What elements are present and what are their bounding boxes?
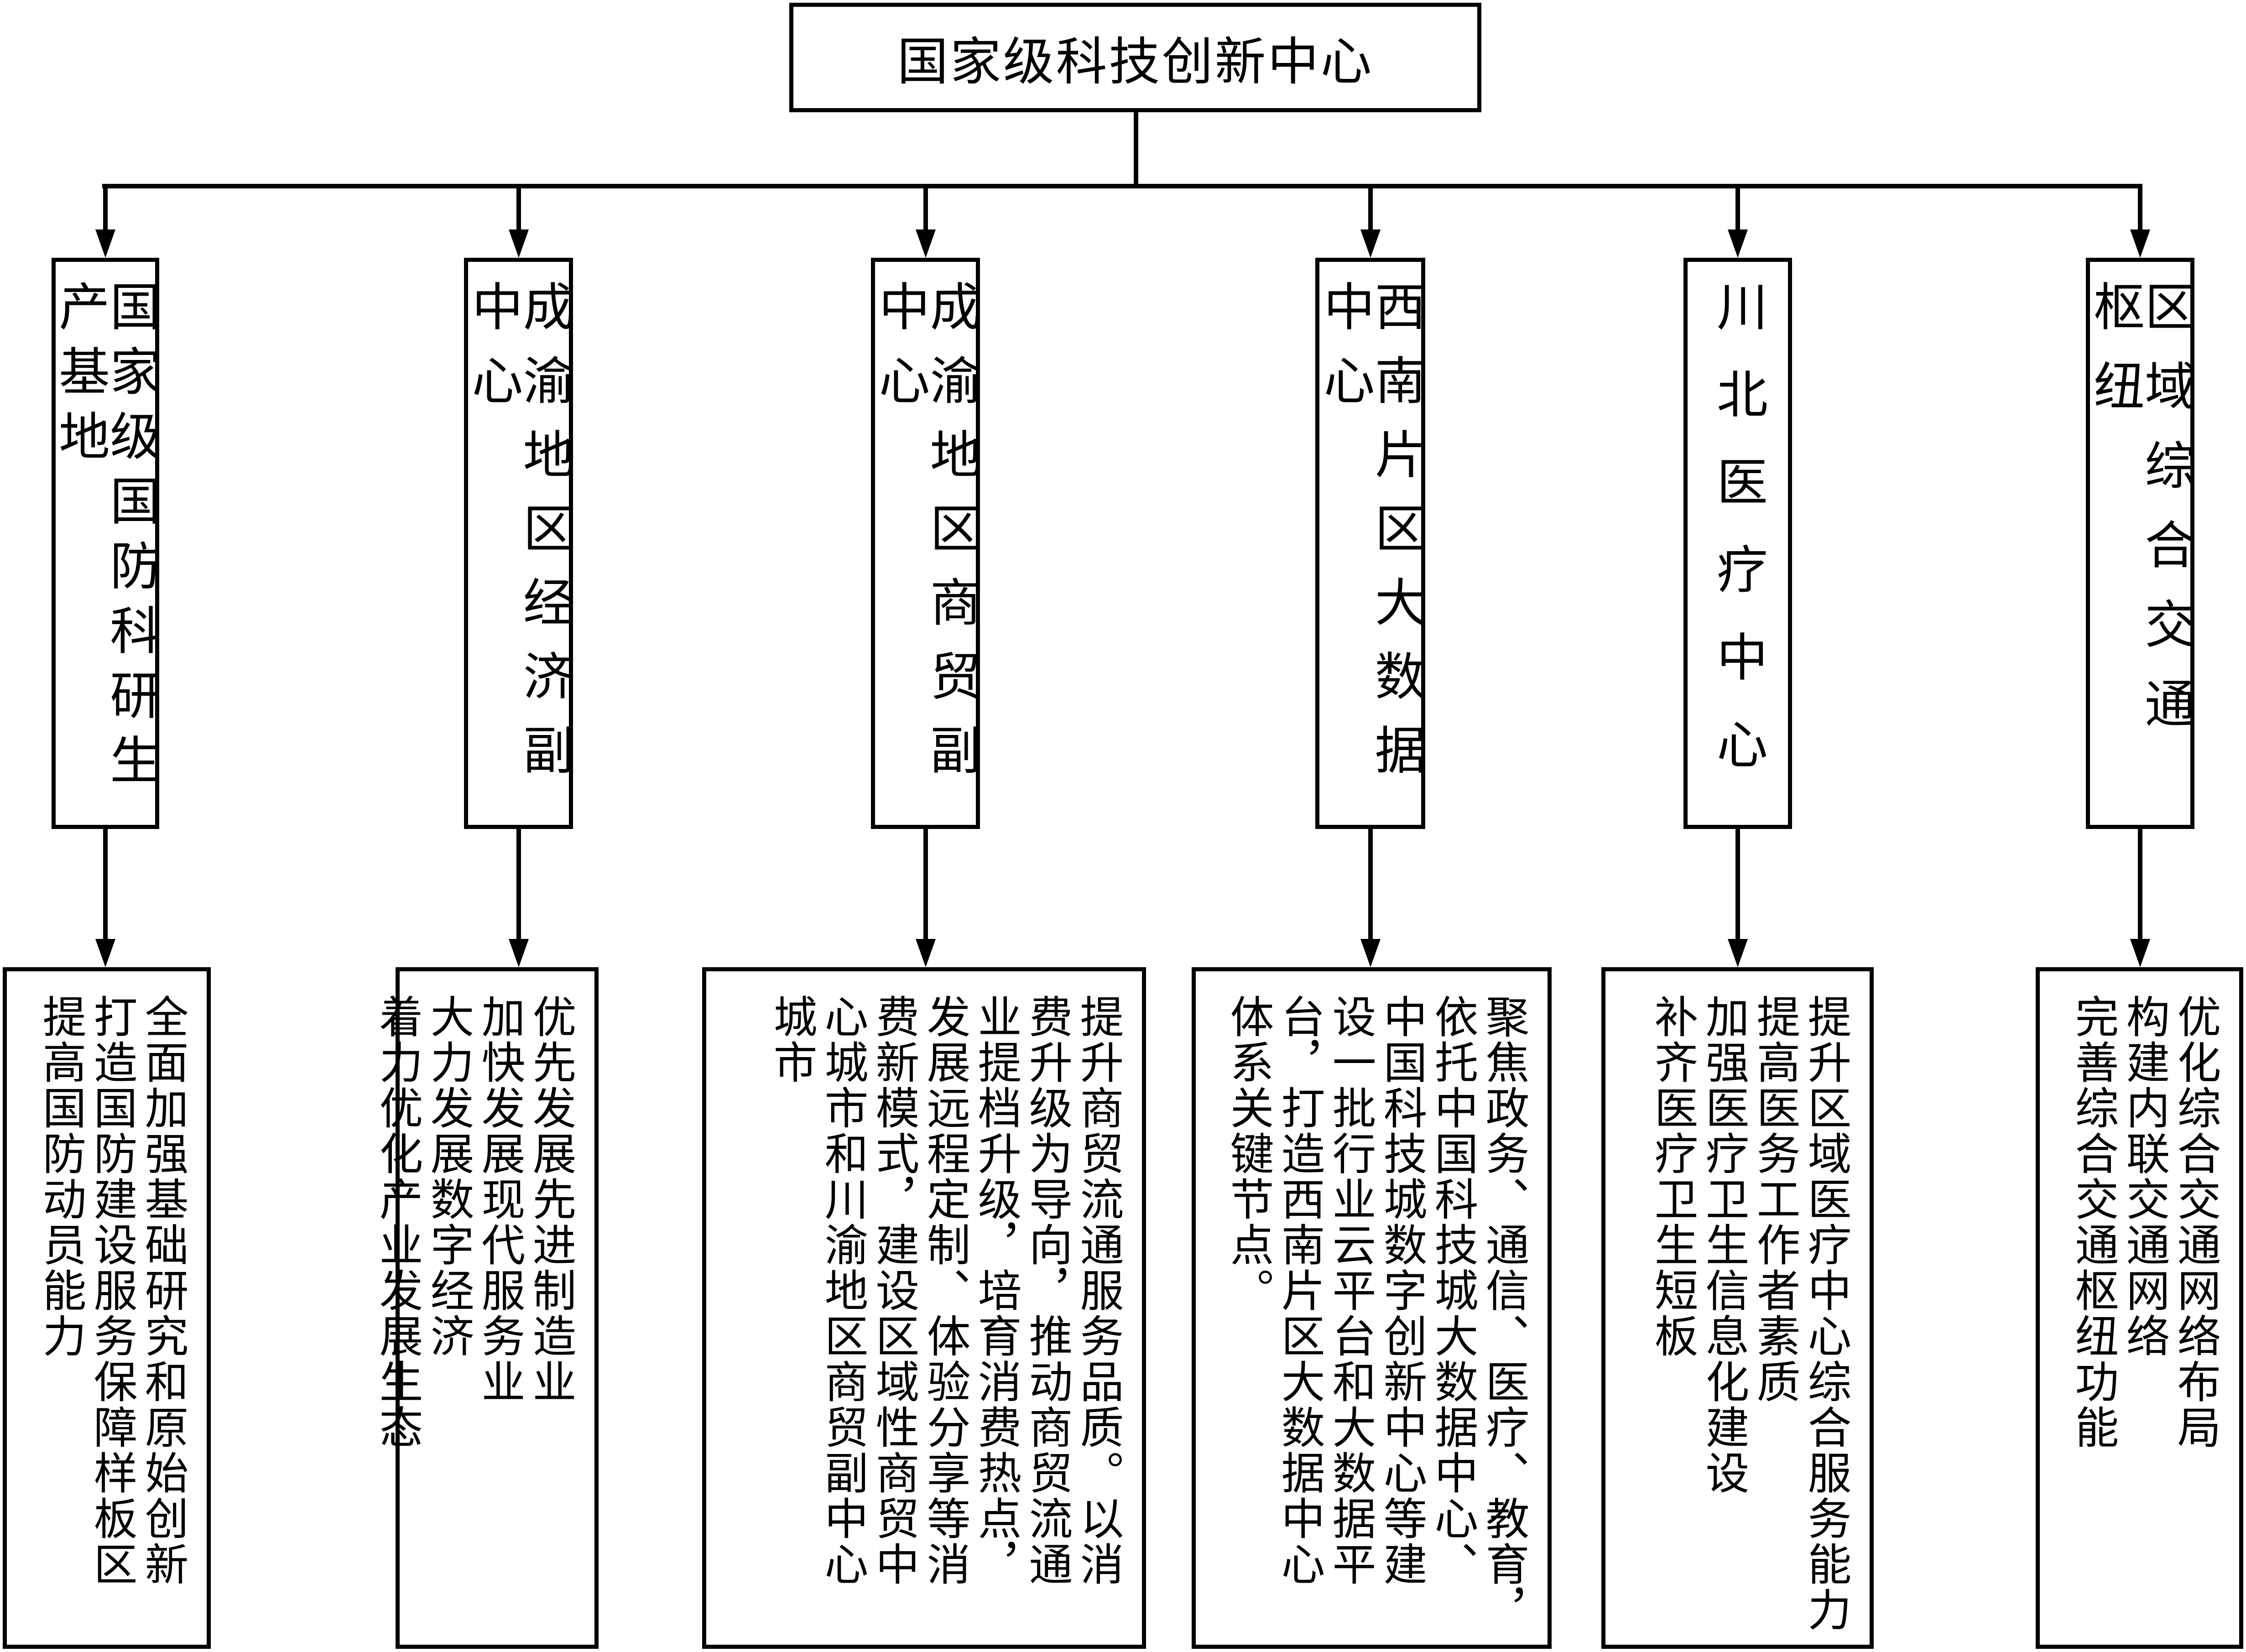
center-title: 成渝地区经济副中心 (463, 280, 574, 797)
detail-text: 全面加强基础研究和原始创新打造国防建设服务保障样板区提高国防动员能力 (35, 994, 188, 1587)
root-title: 国家级科技创新中心 (897, 32, 1374, 92)
arrowhead-icon (509, 229, 529, 258)
detail-line: 优先发展先进制造业 (525, 994, 576, 1405)
detail-line: 提高医务工作者素质 (1749, 994, 1800, 1405)
center-node-economic-subcenter: 成渝地区经济副中心 (463, 258, 574, 829)
detail-line: 加快发展现代服务业 (474, 994, 525, 1405)
arrowhead-icon (1728, 939, 1748, 967)
root-node: 国家级科技创新中心 (789, 3, 1481, 112)
center-node-defense-base: 国家级国防科研生产基地 (50, 258, 161, 829)
detail-line: 优化综合交通网络布局 (2170, 994, 2221, 1450)
detail-text: 聚焦政务、通信、医疗、教育，依托中国科技城大数据中心、中国科技城数字创新中心等建… (1223, 994, 1529, 1633)
detail-line: 费升级为导向，推动商贸流通 (1021, 994, 1073, 1587)
center-title: 国家级国防科研生产基地 (50, 280, 161, 798)
detail-line: 心城市和川渝地区商贸副中心 (817, 994, 868, 1587)
detail-line: 体系关键节点。 (1223, 994, 1274, 1313)
arrowhead-icon (1728, 229, 1748, 258)
center-title: 西南片区大数据中心 (1315, 280, 1426, 797)
detail-line: 提升区域医疗中心综合服务能力 (1800, 994, 1851, 1633)
arrowhead-icon (2130, 939, 2150, 967)
detail-line: 城市 (766, 994, 817, 1085)
detail-line: 补齐医疗卫生短板 (1647, 994, 1698, 1359)
detail-line: 加强医疗卫生信息化建设 (1698, 994, 1749, 1496)
detail-box-defense-base: 全面加强基础研究和原始创新打造国防建设服务保障样板区提高国防动员能力 (3, 967, 211, 1649)
detail-line: 大力发展数字经济 (423, 994, 474, 1359)
detail-line: 提升商贸流通服务品质。以消 (1073, 994, 1124, 1587)
detail-line: 依托中国科技城大数据中心、 (1427, 994, 1478, 1587)
arrowhead-icon (2130, 229, 2150, 258)
arrowhead-icon (95, 939, 115, 967)
detail-box-bigdata-center: 聚焦政务、通信、医疗、教育，依托中国科技城大数据中心、中国科技城数字创新中心等建… (1192, 967, 1552, 1649)
detail-line: 聚焦政务、通信、医疗、教育， (1478, 994, 1529, 1633)
detail-line: 台，打造西南片区大数据中心 (1274, 994, 1325, 1587)
center-title: 区域综合交通枢纽 (2085, 280, 2195, 756)
detail-line: 发展远程定制、体验分享等消 (919, 994, 970, 1587)
detail-text: 优先发展先进制造业加快发展现代服务业大力发展数字经济着力优化产业发展生态 (372, 994, 576, 1450)
center-node-medical-center: 川北医疗中心 (1683, 258, 1792, 829)
detail-line: 业提档升级，培育消费热点， (970, 994, 1021, 1587)
detail-line: 构建内联交通网络 (2119, 994, 2170, 1359)
detail-line: 全面加强基础研究和原始创新 (137, 994, 188, 1587)
center-node-trade-subcenter: 成渝地区商贸副中心 (870, 258, 981, 829)
detail-line: 设一批行业云平台和大数据平 (1325, 994, 1376, 1587)
detail-line: 费新模式，建设区域性商贸中 (868, 994, 919, 1587)
center-title: 川北医疗中心 (1708, 280, 1767, 806)
center-node-bigdata-center: 西南片区大数据中心 (1315, 258, 1426, 829)
detail-line: 打造国防建设服务保障样板区 (86, 994, 137, 1587)
arrowhead-icon (916, 229, 936, 258)
arrowhead-icon (1360, 229, 1381, 258)
detail-box-economic-subcenter: 优先发展先进制造业加快发展现代服务业大力发展数字经济着力优化产业发展生态 (372, 967, 599, 1649)
detail-text: 提升商贸流通服务品质。以消费升级为导向，推动商贸流通业提档升级，培育消费热点，发… (766, 994, 1124, 1587)
arrowhead-icon (1360, 939, 1381, 967)
detail-line: 中国科技城数字创新中心等建 (1376, 994, 1427, 1587)
detail-text: 优化综合交通网络布局构建内联交通网络完善综合交通枢纽功能 (2068, 994, 2221, 1450)
detail-text: 提升区域医疗中心综合服务能力提高医务工作者素质加强医疗卫生信息化建设补齐医疗卫生… (1647, 994, 1851, 1633)
arrowhead-icon (916, 939, 936, 967)
detail-line: 完善综合交通枢纽功能 (2068, 994, 2119, 1450)
detail-box-transport-hub: 优化综合交通网络布局构建内联交通网络完善综合交通枢纽功能 (2036, 967, 2243, 1649)
center-node-transport-hub: 区域综合交通枢纽 (2085, 258, 2195, 829)
arrowhead-icon (509, 939, 529, 967)
detail-box-trade-subcenter: 提升商贸流通服务品质。以消费升级为导向，推动商贸流通业提档升级，培育消费热点，发… (702, 967, 1146, 1649)
center-title: 成渝地区商贸副中心 (870, 280, 981, 797)
detail-line: 提高国防动员能力 (35, 994, 86, 1359)
detail-box-medical-center: 提升区域医疗中心综合服务能力提高医务工作者素质加强医疗卫生信息化建设补齐医疗卫生… (1601, 967, 1874, 1649)
detail-line: 着力优化产业发展生态 (372, 994, 423, 1450)
arrowhead-icon (95, 229, 115, 258)
